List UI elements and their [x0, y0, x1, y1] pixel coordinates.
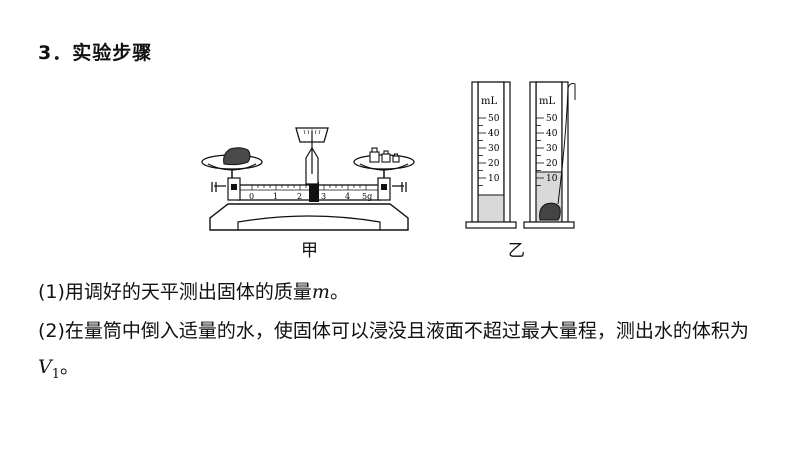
cylinder1-tick-20: 20 — [488, 159, 500, 169]
cylinders-figure: mL 50 40 30 20 10 mL 50 40 30 20 10 — [465, 81, 576, 229]
cylinder-with-sample: mL 50 40 30 20 10 — [523, 81, 576, 229]
scale-label-1: 1 — [273, 192, 278, 201]
mass-variable: m — [311, 281, 330, 303]
cylinder1-tick-30: 30 — [488, 144, 500, 154]
cylinder2-tick-50: 50 — [546, 114, 558, 124]
scale-label-2: 2 — [297, 192, 302, 201]
cylinder2-tick-10: 10 — [546, 174, 558, 184]
cylinder1-unit: mL — [481, 96, 497, 107]
figure-b-caption: 乙 — [508, 241, 525, 261]
section-heading: 3．实验步骤 — [38, 42, 153, 64]
scale-label-5: 5g — [362, 192, 372, 201]
cylinder1-tick-10: 10 — [488, 174, 500, 184]
sunk-sample — [539, 202, 561, 221]
scale-label-4: 4 — [345, 192, 350, 201]
balance-base — [209, 203, 409, 231]
thread — [557, 83, 576, 205]
cylinder2-unit: mL — [539, 96, 555, 107]
step-1: (1)用调好的天平测出固体的质量m。 — [38, 274, 349, 310]
cylinder2-tick-30: 30 — [546, 144, 558, 154]
cylinder1-tick-50: 50 — [488, 114, 500, 124]
figure-a-caption: 甲 — [301, 241, 318, 261]
cylinder2-tick-20: 20 — [546, 159, 558, 169]
balance-figure: 0 1 2 3 4 5g — [201, 127, 415, 231]
scale-label-3: 3 — [321, 192, 326, 201]
step-2-end: 。 — [60, 356, 80, 378]
scale-label-0: 0 — [249, 192, 254, 201]
step-2-text: (2)在量筒中倒入适量的水，使固体可以浸没且液面不超过最大量程，测出水的体积为 — [38, 320, 749, 342]
cylinder-water-only: mL 50 40 30 20 10 — [465, 81, 517, 229]
volume-variable: V — [38, 356, 52, 378]
volume-subscript: 1 — [51, 366, 61, 382]
cylinder2-tick-40: 40 — [546, 129, 558, 139]
step-1-end: 。 — [329, 281, 349, 303]
step-1-text: (1)用调好的天平测出固体的质量 — [38, 281, 312, 303]
cylinder1-tick-40: 40 — [488, 129, 500, 139]
weights — [369, 147, 400, 163]
step-2: (2)在量筒中倒入适量的水，使固体可以浸没且液面不超过最大量程，测出水的体积为 V… — [38, 313, 768, 393]
rider — [309, 182, 319, 202]
rock-sample — [223, 147, 251, 166]
